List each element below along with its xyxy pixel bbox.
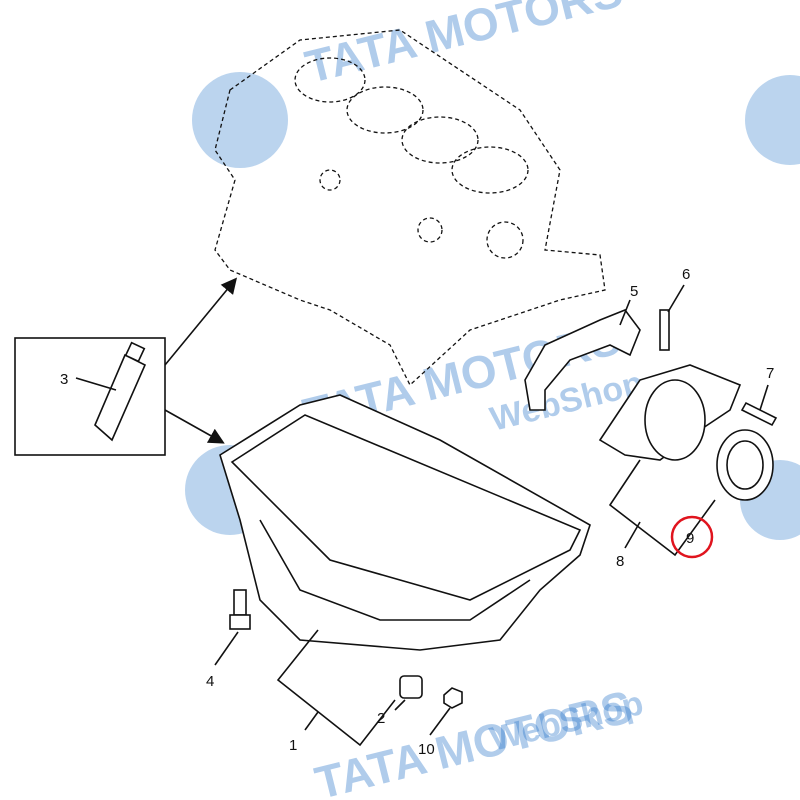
leader-lines [214, 284, 769, 747]
watermark-logo [745, 75, 800, 165]
highlight-circle[interactable] [670, 515, 714, 559]
callout-6: 6 [682, 266, 690, 283]
drain-bolt-part-4 [229, 589, 251, 630]
retainer-bore [644, 379, 706, 461]
nut-part-10 [443, 687, 463, 709]
plug-part-2 [399, 675, 423, 699]
callout-5: 5 [630, 283, 638, 300]
callout-4: 4 [206, 673, 214, 690]
callout-2: 2 [377, 710, 385, 727]
callout-8: 8 [616, 553, 624, 570]
oil-pan [219, 394, 591, 651]
watermark-logo [192, 72, 288, 168]
watermark-brand: TATA MOTORS [300, 0, 627, 93]
callout-3: 3 [60, 371, 68, 388]
callout-10: 10 [418, 741, 435, 758]
engine-block [214, 29, 606, 387]
sealant-tube-box [14, 337, 166, 456]
gasket-part-5 [524, 309, 641, 411]
callout-7: 7 [766, 365, 774, 382]
callout-1: 1 [289, 737, 297, 754]
stud-part-6 [659, 309, 670, 351]
bolt-part-7 [740, 401, 778, 427]
callout-9[interactable]: 9 [686, 530, 694, 547]
sealant-tube [94, 353, 147, 442]
